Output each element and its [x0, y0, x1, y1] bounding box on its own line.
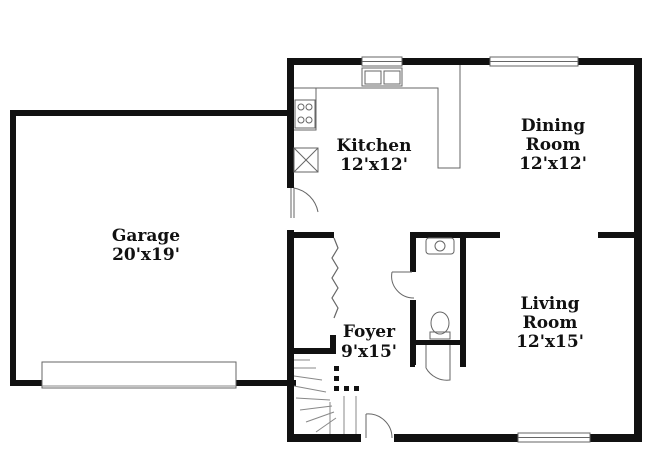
stove-icon: [294, 99, 316, 129]
room-labels: Garage 20'x19' Kitchen 12'x12' Dining Ro…: [112, 116, 587, 362]
garage-door: [41, 361, 237, 389]
living-name-line2: Room: [523, 313, 578, 333]
closet-bifold: [331, 237, 339, 319]
garage-walls: [10, 110, 296, 386]
interior-walls: [294, 232, 634, 367]
garage-name: Garage: [112, 226, 180, 246]
sink-basin-icon: [425, 237, 455, 255]
garage-dims: 20'x19': [112, 245, 180, 265]
windows: [361, 56, 591, 443]
toilet-icon: [429, 311, 451, 340]
doors: [290, 187, 451, 439]
kitchen-name: Kitchen: [337, 136, 412, 156]
living-name-line1: Living: [521, 294, 580, 314]
staircase: [293, 359, 357, 434]
refrigerator-icon: [293, 147, 319, 173]
foyer-name: Foyer: [343, 322, 396, 342]
kitchen-counters: [294, 65, 461, 169]
stair-rail: [334, 366, 359, 391]
dining-name-line1: Dining: [521, 116, 585, 136]
dining-name-line2: Room: [526, 135, 581, 155]
exterior-walls: [287, 58, 642, 442]
foyer-dims: 9'x15': [341, 342, 397, 362]
dining-dims: 12'x12': [519, 154, 587, 174]
living-dims: 12'x15': [516, 332, 584, 352]
sink-icon: [361, 67, 403, 87]
kitchen-dims: 12'x12': [340, 155, 408, 175]
